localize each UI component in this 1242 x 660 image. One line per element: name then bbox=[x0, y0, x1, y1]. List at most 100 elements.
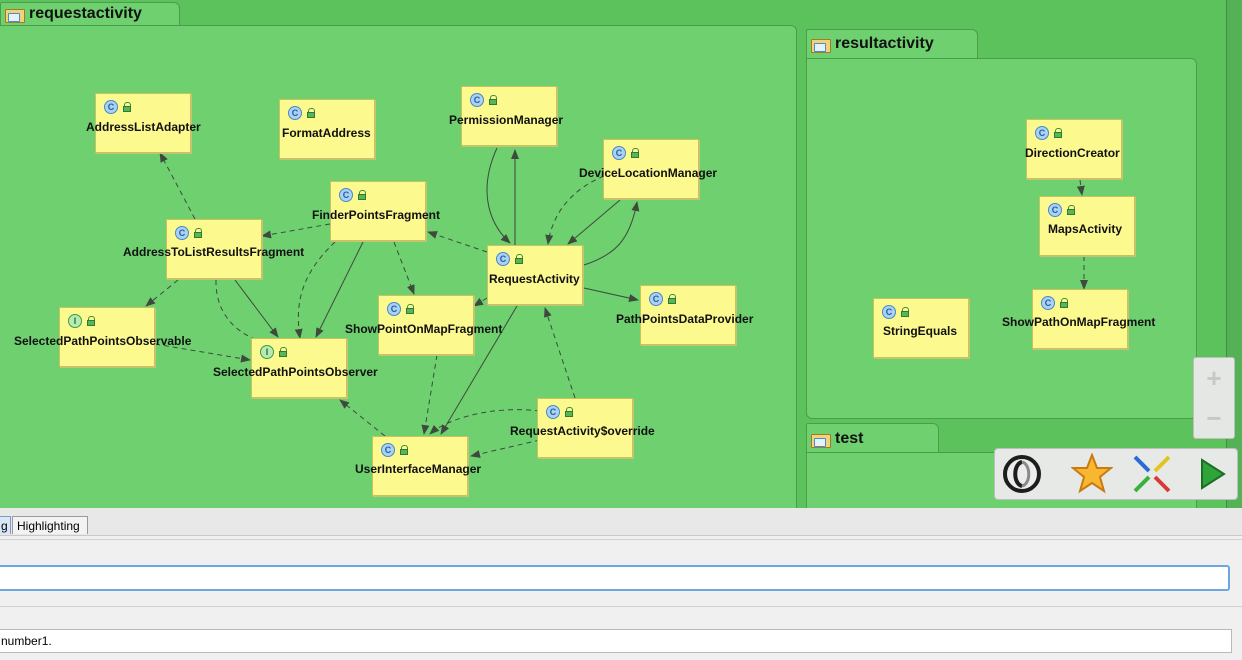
lock-icon bbox=[900, 307, 910, 317]
class-node-request-activity-override[interactable]: C bbox=[537, 398, 633, 458]
package-label: test bbox=[835, 429, 864, 447]
class-label: PermissionManager bbox=[449, 113, 564, 127]
edge bbox=[440, 305, 518, 435]
lock-icon bbox=[122, 102, 132, 112]
lock-icon bbox=[193, 228, 203, 238]
class-node-address-list-adapter[interactable]: C bbox=[95, 93, 191, 153]
bottom-separator bbox=[0, 539, 1242, 540]
class-label: StringEquals bbox=[883, 324, 958, 338]
class-node-user-interface-manager[interactable]: C bbox=[372, 436, 468, 496]
zoom-out-button[interactable]: − bbox=[1206, 403, 1222, 433]
lock-icon bbox=[488, 95, 498, 105]
interface-icon: I bbox=[68, 314, 82, 328]
class-node-address-to-list-results-fragment[interactable]: C bbox=[166, 219, 262, 279]
class-icon: C bbox=[612, 146, 626, 160]
edge bbox=[261, 223, 331, 239]
class-label: SelectedPathPointsObserver bbox=[213, 365, 378, 379]
run-button[interactable] bbox=[1191, 453, 1233, 495]
class-icon: C bbox=[175, 226, 189, 240]
lock-icon bbox=[86, 316, 96, 326]
interface-node-selected-path-points-observer[interactable]: I bbox=[251, 338, 347, 398]
edge bbox=[294, 241, 336, 339]
class-icon: C bbox=[1041, 296, 1055, 310]
edge bbox=[567, 199, 621, 245]
favorite-button[interactable] bbox=[1071, 453, 1113, 495]
class-label: FormatAddress bbox=[282, 126, 371, 140]
edge bbox=[421, 354, 438, 435]
class-icon: C bbox=[104, 100, 118, 114]
class-icon: C bbox=[496, 252, 510, 266]
edge bbox=[486, 147, 511, 244]
class-label: PathPointsDataProvider bbox=[616, 312, 754, 326]
class-node-string-equals[interactable]: C bbox=[873, 298, 969, 358]
edge bbox=[315, 241, 364, 338]
class-label: AddressToListResultsFragment bbox=[123, 245, 305, 259]
edge bbox=[470, 439, 541, 458]
lock-icon bbox=[1059, 298, 1069, 308]
lock-icon bbox=[667, 294, 677, 304]
lock-icon bbox=[514, 254, 524, 264]
class-node-show-point-on-map-fragment[interactable]: C bbox=[378, 295, 474, 355]
class-icon: C bbox=[470, 93, 484, 107]
class-label: RequestActivity bbox=[489, 272, 580, 286]
lock-icon bbox=[399, 445, 409, 455]
edge bbox=[583, 287, 639, 302]
class-icon: C bbox=[546, 405, 560, 419]
edge bbox=[154, 343, 251, 363]
class-label: FinderPointsFragment bbox=[312, 208, 441, 222]
class-label: RequestActivity$override bbox=[510, 424, 655, 438]
package-tab-requestactivity[interactable]: requestactivity bbox=[0, 2, 180, 25]
run-icon bbox=[1201, 458, 1226, 490]
layout-arrows-icon bbox=[1133, 455, 1171, 493]
class-node-direction-creator[interactable]: C bbox=[1026, 119, 1122, 179]
class-label: AddressListAdapter bbox=[86, 120, 201, 134]
bottom-panel: g Highlighting number1. bbox=[0, 508, 1242, 660]
edge bbox=[473, 297, 488, 307]
class-label: ShowPointOnMapFragment bbox=[345, 322, 503, 336]
class-icon: C bbox=[288, 106, 302, 120]
zoom-in-button[interactable]: + bbox=[1206, 363, 1222, 393]
class-label: DirectionCreator bbox=[1025, 146, 1120, 160]
class-node-request-activity[interactable]: C bbox=[487, 245, 583, 305]
folder-icon bbox=[811, 432, 831, 448]
lock-icon bbox=[357, 190, 367, 200]
class-node-device-location-manager[interactable]: C bbox=[603, 139, 699, 199]
status-field[interactable]: number1. bbox=[0, 629, 1232, 653]
package-tab-resultactivity[interactable]: resultactivity bbox=[806, 29, 978, 58]
folder-icon bbox=[5, 7, 25, 23]
lock-icon bbox=[278, 347, 288, 357]
layout-button[interactable] bbox=[1131, 453, 1173, 495]
interface-node-selected-path-points-observable[interactable]: I bbox=[59, 307, 155, 367]
tab-highlighting[interactable]: Highlighting bbox=[12, 516, 88, 534]
edge bbox=[1076, 179, 1085, 196]
interface-icon: I bbox=[260, 345, 274, 359]
class-icon: C bbox=[339, 188, 353, 202]
class-node-maps-activity[interactable]: C bbox=[1039, 196, 1135, 256]
edge bbox=[234, 279, 279, 338]
package-label: resultactivity bbox=[835, 35, 934, 52]
folder-icon bbox=[811, 37, 831, 53]
tab-filtering[interactable]: g bbox=[0, 516, 11, 534]
class-label: SelectedPathPointsObservable bbox=[14, 334, 192, 348]
filter-input[interactable] bbox=[0, 565, 1230, 591]
class-node-path-points-data-provider[interactable]: C bbox=[640, 285, 736, 345]
diagram-canvas[interactable]: requestactivity resultactivity test bbox=[0, 0, 1242, 508]
edge bbox=[145, 279, 179, 307]
lock-icon bbox=[564, 407, 574, 417]
json-export-button[interactable] bbox=[1001, 453, 1043, 495]
class-label: DeviceLocationManager bbox=[579, 166, 718, 180]
class-node-show-path-on-map-fragment[interactable]: C bbox=[1032, 289, 1128, 349]
edge bbox=[393, 241, 415, 295]
bottom-tabbar: g Highlighting bbox=[0, 508, 1242, 536]
edge bbox=[544, 307, 576, 399]
class-icon: C bbox=[882, 305, 896, 319]
edge bbox=[583, 201, 640, 266]
edge bbox=[427, 231, 488, 253]
class-node-format-address[interactable]: C bbox=[279, 99, 375, 159]
package-tab-test[interactable]: test bbox=[806, 423, 939, 453]
class-node-finder-points-fragment[interactable]: C bbox=[330, 181, 426, 241]
class-icon: C bbox=[1035, 126, 1049, 140]
edge bbox=[545, 175, 605, 245]
class-icon: C bbox=[387, 302, 401, 316]
class-node-permission-manager[interactable]: C bbox=[461, 86, 557, 146]
